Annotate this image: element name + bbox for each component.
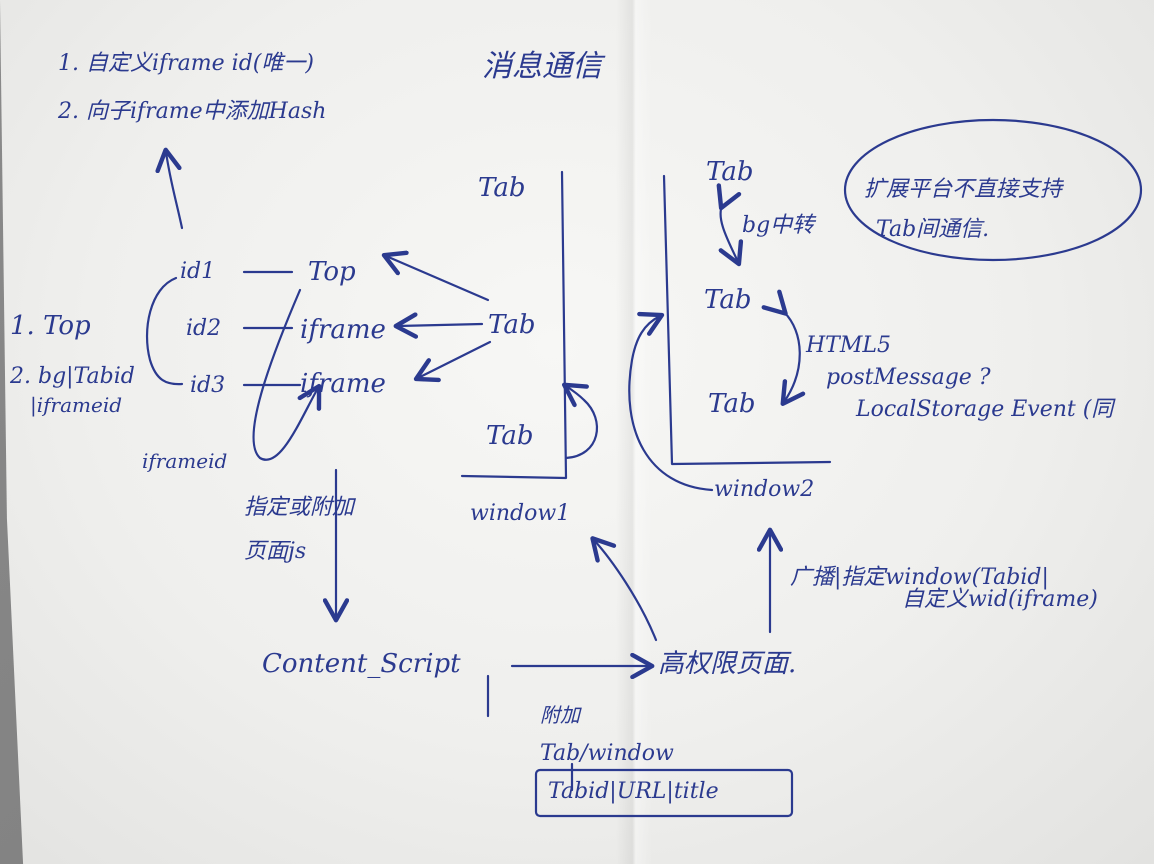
attach-tab-window: Tab/window bbox=[540, 741, 674, 766]
window1-frame bbox=[460, 170, 568, 480]
arrow-high-to-window1 bbox=[590, 536, 658, 642]
inject-line-2: 页面js bbox=[244, 539, 306, 564]
left-list-item-1: 1. Top bbox=[10, 311, 91, 341]
left-list-item-2: 2. bg|Tabid bbox=[9, 364, 135, 389]
iframeid-label: iframeid bbox=[142, 449, 227, 473]
bg-transfer-arrow bbox=[716, 183, 744, 267]
left-list-item-3: |iframeid bbox=[30, 393, 122, 418]
window1-tab-top: Tab bbox=[478, 173, 525, 203]
arrow-tab-to-iframe-1 bbox=[393, 312, 484, 339]
window2-tab-2: Tab bbox=[704, 285, 751, 315]
arrow-tab-to-iframe-2 bbox=[413, 340, 492, 383]
html5-bracket-arrow bbox=[761, 289, 806, 407]
frame-iframe-2: iframe bbox=[300, 369, 386, 399]
high-privilege-label: 高权限页面. bbox=[658, 649, 796, 679]
arrow-tab-to-top bbox=[381, 250, 490, 302]
id-label-3: id3 bbox=[190, 373, 225, 398]
attach-label: 附加 bbox=[540, 703, 582, 727]
html5-line-2: postMessage ? bbox=[826, 365, 991, 390]
frame-top: Top bbox=[308, 257, 356, 287]
window1-label: window1 bbox=[470, 501, 570, 526]
content-script-label: Content_Script bbox=[262, 649, 461, 679]
bubble-line-1: 扩展平台不直接支持 bbox=[864, 177, 1064, 202]
broadcast-line-1: 广播|指定window(Tabid| bbox=[790, 565, 1049, 590]
note-bubble bbox=[843, 118, 1143, 262]
frame-iframe-1: iframe bbox=[300, 315, 386, 345]
attach-fields-box bbox=[534, 768, 794, 818]
window2-tab-3: Tab bbox=[708, 389, 755, 419]
id-label-1: id1 bbox=[180, 259, 215, 284]
window2-label: window2 bbox=[714, 477, 814, 502]
attach-fields: Tabid|URL|title bbox=[548, 779, 719, 804]
window1-loop-arrow bbox=[561, 382, 598, 460]
window2-tab-1: Tab bbox=[706, 157, 753, 187]
window1-tab-bottom: Tab bbox=[486, 421, 533, 451]
title-text: 消息通信 bbox=[482, 49, 606, 84]
bubble-line-2: Tab间通信. bbox=[876, 217, 989, 242]
html5-line-1: HTML5 bbox=[805, 333, 891, 358]
id-label-2: id2 bbox=[186, 316, 221, 341]
center-tab-label: Tab bbox=[488, 310, 535, 340]
window2-frame bbox=[662, 174, 832, 466]
iframeid-curve bbox=[252, 288, 322, 461]
arrow-to-notes bbox=[155, 147, 184, 230]
bg-transfer-label: bg中转 bbox=[742, 213, 817, 238]
window2-loop-arrow bbox=[628, 311, 714, 492]
note-line-2: 2. 向子iframe中添加Hash bbox=[57, 99, 326, 124]
inject-line-1: 指定或附加 bbox=[244, 495, 357, 520]
html5-line-3: LocalStorage Event (同 bbox=[855, 397, 1116, 422]
note-line-1: 1. 自定义iframe id(唯一) bbox=[58, 51, 314, 76]
broadcast-line-2: 自定义wid(iframe) bbox=[902, 587, 1098, 612]
id-brace bbox=[145, 276, 184, 386]
